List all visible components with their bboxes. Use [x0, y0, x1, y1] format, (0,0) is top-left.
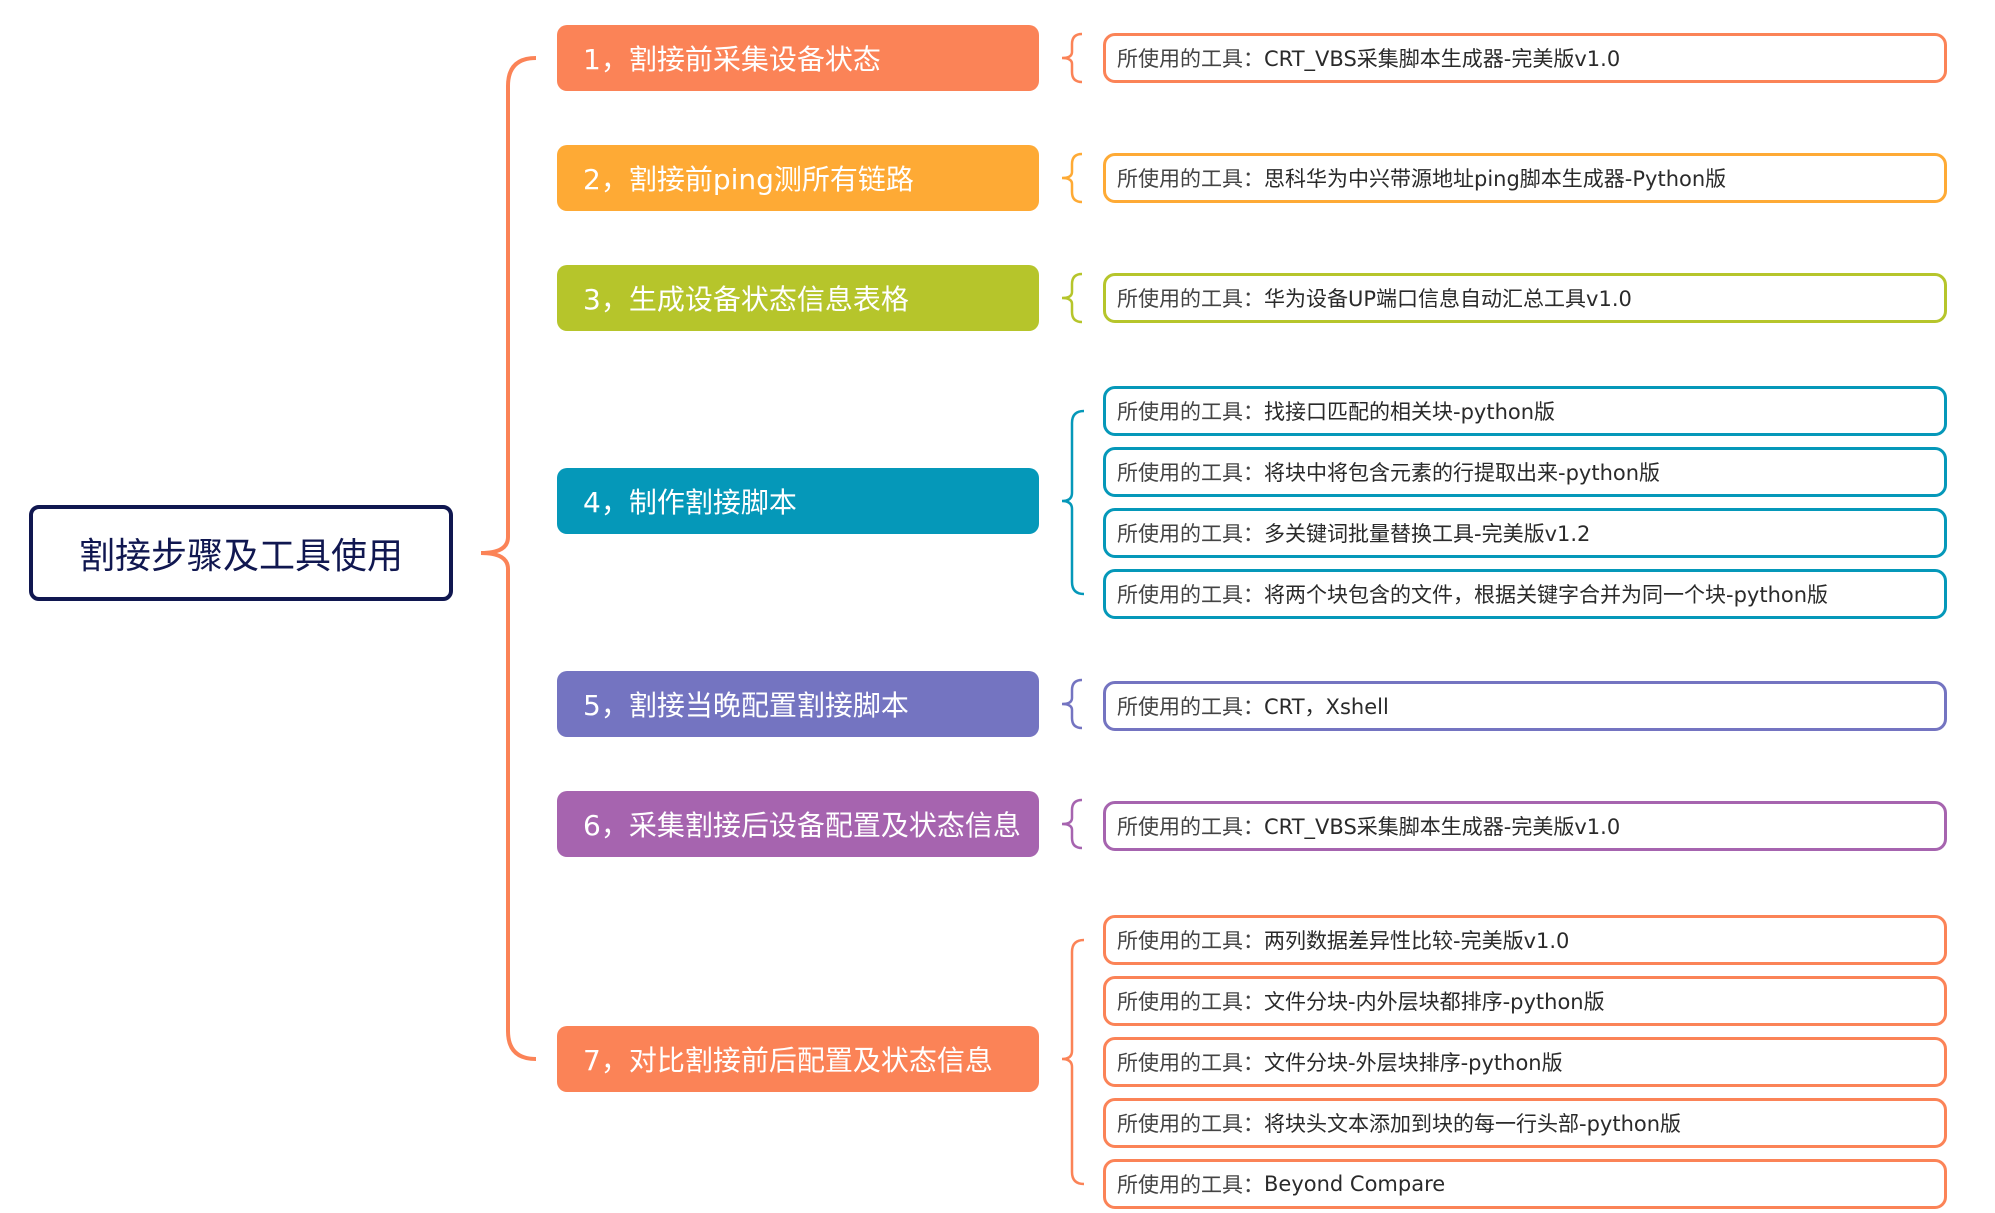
tool-node-3-1[interactable]: 所使用的工具：华为设备UP端口信息自动汇总工具v1.0	[1103, 273, 1947, 323]
tool-node-7-1[interactable]: 所使用的工具：两列数据差异性比较-完美版v1.0	[1103, 915, 1947, 965]
tool-name: 思科华为中兴带源地址ping脚本生成器-Python版	[1264, 167, 1727, 191]
tool-node-7-5[interactable]: 所使用的工具：Beyond Compare	[1103, 1159, 1947, 1209]
root-node[interactable]: 割接步骤及工具使用	[29, 505, 453, 601]
tool-node-6-1[interactable]: 所使用的工具：CRT_VBS采集脚本生成器-完美版v1.0	[1103, 801, 1947, 851]
tool-prefix: 所使用的工具：	[1117, 47, 1264, 71]
tool-node-4-1[interactable]: 所使用的工具：找接口匹配的相关块-python版	[1103, 386, 1947, 436]
step-node-4[interactable]: 4，制作割接脚本	[557, 468, 1039, 534]
tool-name: 将块头文本添加到块的每一行头部-python版	[1264, 1112, 1682, 1136]
tool-name: 文件分块-外层块排序-python版	[1264, 1051, 1563, 1075]
tool-node-7-2[interactable]: 所使用的工具：文件分块-内外层块都排序-python版	[1103, 976, 1947, 1026]
tool-prefix: 所使用的工具：	[1117, 400, 1264, 424]
tool-prefix: 所使用的工具：	[1117, 1051, 1264, 1075]
tool-node-4-4[interactable]: 所使用的工具：将两个块包含的文件，根据关键字合并为同一个块-python版	[1103, 569, 1947, 619]
tool-name: CRT，Xshell	[1264, 695, 1389, 719]
step-node-5[interactable]: 5，割接当晚配置割接脚本	[557, 671, 1039, 737]
tool-node-2-1[interactable]: 所使用的工具：思科华为中兴带源地址ping脚本生成器-Python版	[1103, 153, 1947, 203]
brace-connector-2	[1061, 152, 1083, 204]
tool-prefix: 所使用的工具：	[1117, 167, 1264, 191]
root-brace-connector	[480, 56, 537, 1061]
tool-node-7-3[interactable]: 所使用的工具：文件分块-外层块排序-python版	[1103, 1037, 1947, 1087]
tool-prefix: 所使用的工具：	[1117, 695, 1264, 719]
step-node-3[interactable]: 3，生成设备状态信息表格	[557, 265, 1039, 331]
step-node-7[interactable]: 7，对比割接前后配置及状态信息	[557, 1026, 1039, 1092]
brace-connector-1	[1061, 32, 1083, 84]
tool-name: 文件分块-内外层块都排序-python版	[1264, 990, 1605, 1014]
brace-connector-5	[1061, 678, 1083, 730]
brace-connector-7	[1061, 938, 1085, 1186]
tool-node-5-1[interactable]: 所使用的工具：CRT，Xshell	[1103, 681, 1947, 731]
tool-node-7-4[interactable]: 所使用的工具：将块头文本添加到块的每一行头部-python版	[1103, 1098, 1947, 1148]
tool-prefix: 所使用的工具：	[1117, 522, 1264, 546]
tool-name: 将两个块包含的文件，根据关键字合并为同一个块-python版	[1264, 583, 1829, 607]
tool-prefix: 所使用的工具：	[1117, 287, 1264, 311]
tool-name: 华为设备UP端口信息自动汇总工具v1.0	[1264, 287, 1632, 311]
tool-prefix: 所使用的工具：	[1117, 461, 1264, 485]
tool-prefix: 所使用的工具：	[1117, 1112, 1264, 1136]
tool-node-1-1[interactable]: 所使用的工具：CRT_VBS采集脚本生成器-完美版v1.0	[1103, 33, 1947, 83]
tool-prefix: 所使用的工具：	[1117, 1173, 1264, 1197]
tool-node-4-2[interactable]: 所使用的工具：将块中将包含元素的行提取出来-python版	[1103, 447, 1947, 497]
step-node-2[interactable]: 2，割接前ping测所有链路	[557, 145, 1039, 211]
tool-name: 找接口匹配的相关块-python版	[1264, 400, 1556, 424]
tool-prefix: 所使用的工具：	[1117, 990, 1264, 1014]
tool-prefix: 所使用的工具：	[1117, 929, 1264, 953]
brace-connector-3	[1061, 272, 1083, 324]
brace-connector-4	[1061, 409, 1085, 596]
tool-name: CRT_VBS采集脚本生成器-完美版v1.0	[1264, 47, 1621, 71]
tool-name: CRT_VBS采集脚本生成器-完美版v1.0	[1264, 815, 1621, 839]
tool-name: 两列数据差异性比较-完美版v1.0	[1264, 929, 1570, 953]
tool-name: 多关键词批量替换工具-完美版v1.2	[1264, 522, 1591, 546]
tool-name: 将块中将包含元素的行提取出来-python版	[1264, 461, 1661, 485]
brace-connector-6	[1061, 798, 1083, 850]
tool-prefix: 所使用的工具：	[1117, 583, 1264, 607]
step-node-6[interactable]: 6，采集割接后设备配置及状态信息	[557, 791, 1039, 857]
step-node-1[interactable]: 1，割接前采集设备状态	[557, 25, 1039, 91]
tool-prefix: 所使用的工具：	[1117, 815, 1264, 839]
tool-name: Beyond Compare	[1264, 1172, 1446, 1196]
tool-node-4-3[interactable]: 所使用的工具：多关键词批量替换工具-完美版v1.2	[1103, 508, 1947, 558]
